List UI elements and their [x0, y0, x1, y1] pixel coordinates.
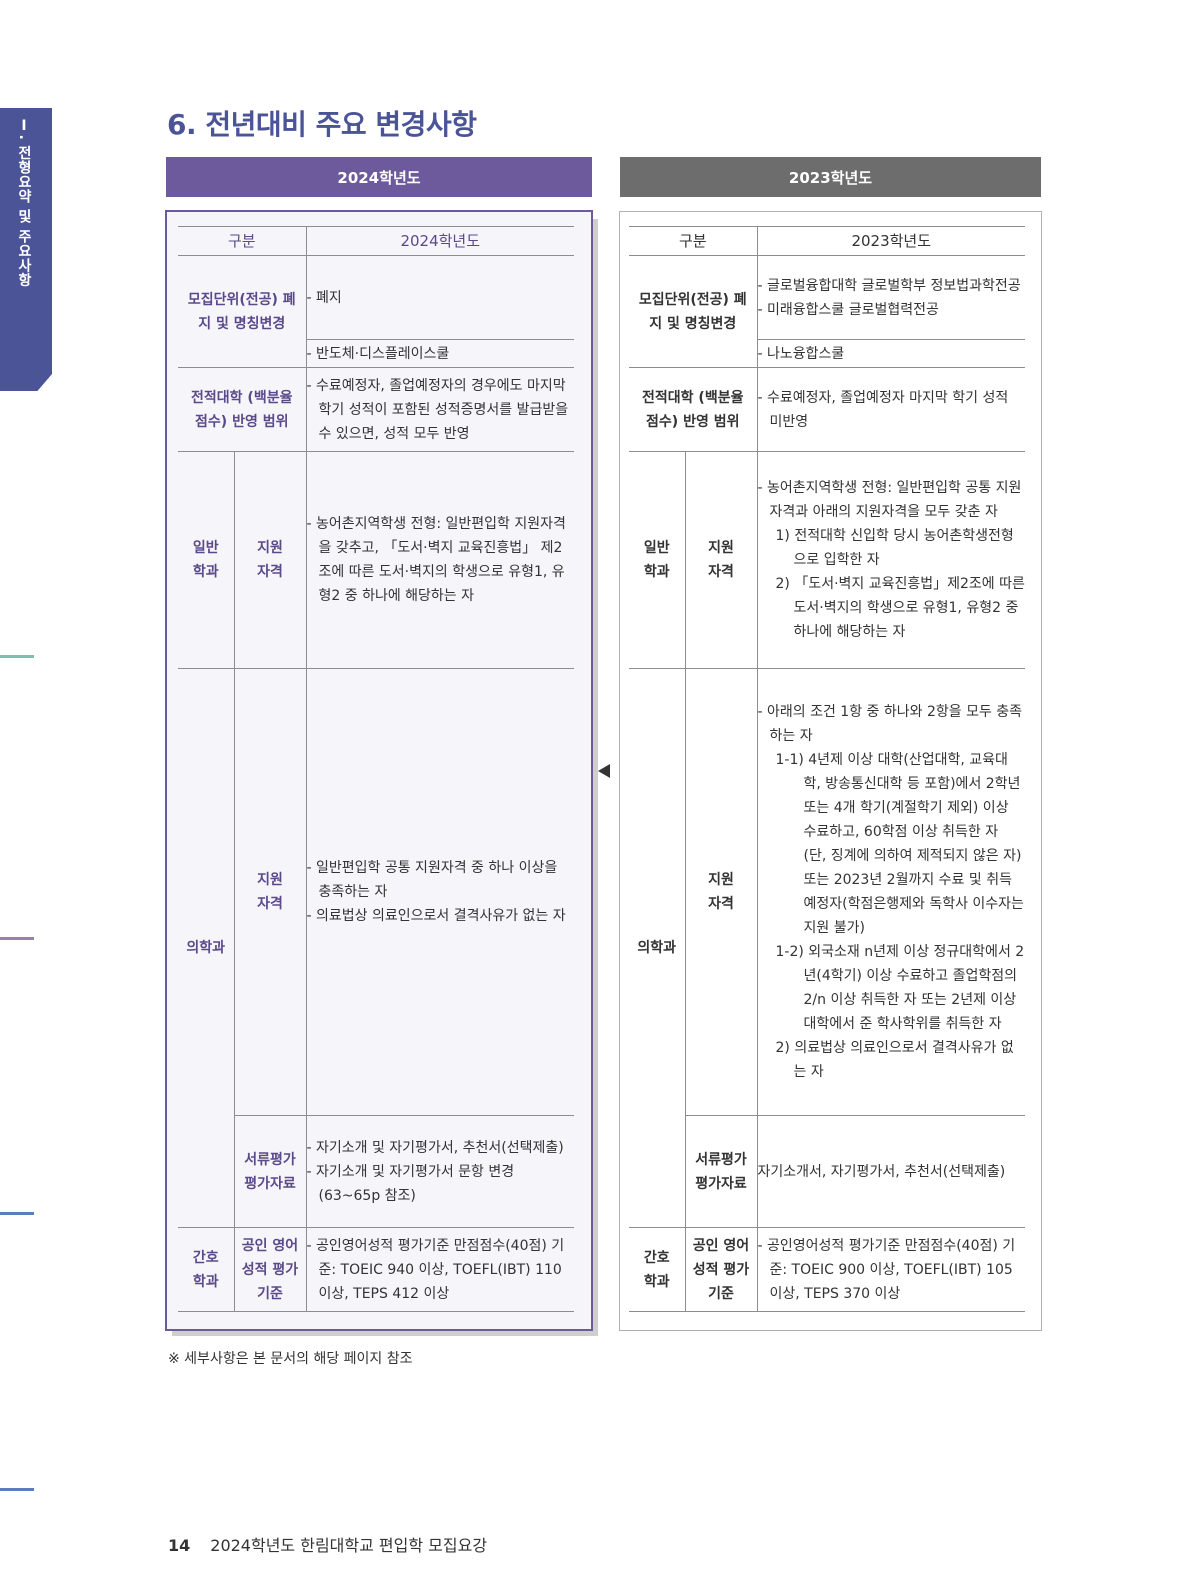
- side-mark-2: [0, 937, 34, 940]
- content-medical-documents: - 자기소개 및 자기평가서, 추천서(선택제출) - 자기소개 및 자기평가서…: [306, 1115, 574, 1228]
- panel-2023: 구분 2023학년도 모집단위(전공) 폐지 및 명칭변경 - 글로벌융합대학 …: [619, 211, 1042, 1331]
- header-bar-2024: 2024학년도: [166, 157, 592, 197]
- content-unit-change-a: - 폐지: [306, 255, 574, 340]
- category-general-dept: 일반 학과: [178, 451, 235, 669]
- category-unit-change: 모집단위(전공) 폐지 및 명칭변경: [629, 255, 758, 368]
- category-general-dept: 일반 학과: [629, 451, 686, 669]
- subcategory-medical-qualification: 지원 자격: [685, 668, 758, 1116]
- side-tab: [0, 108, 52, 391]
- panel-2024: 구분 2024학년도 모집단위(전공) 폐지 및 명칭변경 - 폐지 - 반도체…: [165, 210, 593, 1331]
- arrow-left-icon: [598, 764, 610, 778]
- table-2023: 구분 2023학년도 모집단위(전공) 폐지 및 명칭변경 - 글로벌융합대학 …: [629, 226, 1025, 1312]
- side-mark-1: [0, 655, 34, 658]
- page-number: 14: [168, 1536, 191, 1555]
- content-medical-qualification: - 아래의 조건 1항 중 하나와 2항을 모두 충족하는 자 1-1) 4년제…: [757, 668, 1025, 1116]
- side-mark-3: [0, 1212, 34, 1215]
- col-header-content: 2023학년도: [757, 226, 1025, 256]
- subcategory-nursing-english: 공인 영어성적 평가기준: [234, 1227, 307, 1312]
- content-nursing-english: - 공인영어성적 평가기준 만점점수(40점) 기준: TOEIC 940 이상…: [306, 1227, 574, 1312]
- header-bar-2023: 2023학년도: [620, 157, 1041, 197]
- footnote: ※ 세부사항은 본 문서의 해당 페이지 참조: [168, 1351, 413, 1367]
- category-transfer-scope: 전적대학 (백분율점수) 반영 범위: [178, 367, 307, 452]
- side-tab-label: Ⅰ. 전형요약 및 주요사항: [16, 118, 32, 287]
- side-mark-4: [0, 1488, 34, 1491]
- col-header-category: 구분: [629, 226, 758, 256]
- content-nursing-english: - 공인영어성적 평가기준 만점점수(40점) 기준: TOEIC 900 이상…: [757, 1227, 1025, 1312]
- subcategory-medical-documents: 서류평가 평가자료: [685, 1115, 758, 1228]
- subcategory-medical-qualification: 지원 자격: [234, 668, 307, 1116]
- category-transfer-scope: 전적대학 (백분율점수) 반영 범위: [629, 367, 758, 452]
- subcategory-nursing-english: 공인 영어성적 평가기준: [685, 1227, 758, 1312]
- content-general-qualification: - 농어촌지역학생 전형: 일반편입학 공통 지원자격과 아래의 지원자격을 모…: [757, 451, 1025, 669]
- subcategory-medical-documents: 서류평가 평가자료: [234, 1115, 307, 1228]
- category-medical-dept: 의학과: [629, 668, 686, 1228]
- content-unit-change-b: - 반도체·디스플레이스쿨: [306, 339, 574, 368]
- content-unit-change-b: - 나노융합스쿨: [757, 339, 1025, 368]
- content-transfer-scope: - 수료예정자, 졸업예정자 마지막 학기 성적 미반영: [757, 367, 1025, 452]
- document-title: 2024학년도 한림대학교 편입학 모집요강: [210, 1536, 488, 1555]
- content-unit-change-a: - 글로벌융합대학 글로벌학부 정보법과학전공 - 미래융합스쿨 글로벌협력전공: [757, 255, 1025, 340]
- content-transfer-scope: - 수료예정자, 졸업예정자의 경우에도 마지막 학기 성적이 포함된 성적증명…: [306, 367, 574, 452]
- page-footer: 14 2024학년도 한림대학교 편입학 모집요강: [168, 1532, 487, 1556]
- category-nursing-dept: 간호 학과: [629, 1227, 686, 1312]
- content-general-qualification: - 농어촌지역학생 전형: 일반편입학 지원자격을 갖추고, 「도서·벽지 교육…: [306, 451, 574, 669]
- subcategory-general-qualification: 지원 자격: [685, 451, 758, 669]
- table-2024: 구분 2024학년도 모집단위(전공) 폐지 및 명칭변경 - 폐지 - 반도체…: [178, 226, 574, 1312]
- category-unit-change: 모집단위(전공) 폐지 및 명칭변경: [178, 255, 307, 368]
- page-title: 6. 전년대비 주요 변경사항: [167, 108, 477, 141]
- col-header-category: 구분: [178, 226, 307, 256]
- category-medical-dept: 의학과: [178, 668, 235, 1228]
- category-nursing-dept: 간호 학과: [178, 1227, 235, 1312]
- col-header-content: 2024학년도: [306, 226, 574, 256]
- content-medical-documents: 자기소개서, 자기평가서, 추천서(선택제출): [757, 1115, 1025, 1228]
- subcategory-general-qualification: 지원 자격: [234, 451, 307, 669]
- content-medical-qualification: - 일반편입학 공통 지원자격 중 하나 이상을 충족하는 자 - 의료법상 의…: [306, 668, 574, 1116]
